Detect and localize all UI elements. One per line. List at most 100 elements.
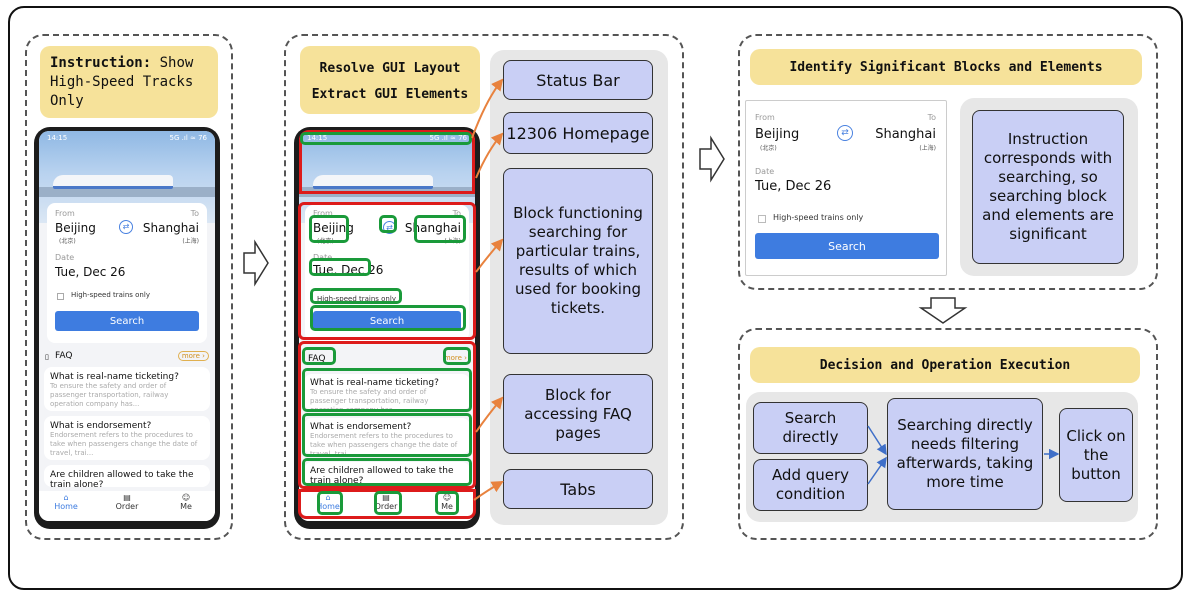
faq-answer: Endorsement refers to the procedures to …	[50, 431, 198, 457]
faq-item[interactable]: Are children allowed to take the train a…	[44, 465, 210, 487]
from-city[interactable]: Beijing	[55, 221, 96, 235]
person-icon: ☺	[442, 493, 452, 502]
faq-icon: ▯	[45, 353, 49, 361]
faq-more-link[interactable]: more ›	[177, 351, 209, 361]
tab-me[interactable]: ☺Me	[171, 493, 201, 511]
date-label: Date	[755, 167, 775, 176]
green-box-date	[309, 258, 371, 276]
label-search-block: Block functioning searching for particul…	[503, 168, 653, 354]
faq-item[interactable]: What is real-name ticketing? To ensure t…	[44, 367, 210, 411]
label-status-bar: Status Bar	[503, 60, 653, 100]
tab-me-label: Me	[441, 502, 453, 511]
faq-answer: Endorsement refers to the procedures to …	[310, 432, 458, 454]
green-box-swap	[379, 215, 397, 233]
search-button[interactable]: Search	[55, 311, 199, 331]
faq-question: Are children allowed to take the train a…	[50, 470, 194, 487]
red-block-tabs	[298, 489, 476, 519]
date-label: Date	[313, 253, 333, 262]
tab-me[interactable]: ☺Me	[435, 493, 459, 511]
faq-item[interactable]: What is endorsement? Endorsement refers …	[44, 416, 210, 460]
tab-order[interactable]: ▤Order	[111, 493, 143, 511]
tab-home[interactable]: ⌂Home	[51, 493, 81, 511]
green-box-tab-order	[374, 491, 402, 515]
phone-screen: 14:15 5G .ıl ≈ 76 From To Beijing (北京) ⇄…	[39, 131, 215, 521]
to-city-cn: (上海)	[182, 238, 199, 245]
tab-home-label: Home	[316, 502, 340, 511]
faq-title: FAQ	[308, 354, 326, 364]
train-icon	[53, 175, 173, 189]
faq-more-link[interactable]: more ›	[443, 354, 467, 362]
identify-title: Identify Significant Blocks and Elements	[750, 49, 1142, 85]
to-label: To	[190, 209, 199, 218]
from-city[interactable]: Beijing	[755, 127, 800, 142]
green-box-from	[309, 215, 349, 243]
flow-arrow-icon	[243, 239, 269, 287]
tab-bar: ⌂Home ▤Order ☺Me	[39, 491, 215, 521]
faq-item[interactable]: What is real-name ticketing? To ensure t…	[304, 374, 470, 410]
date-value[interactable]: Tue, Dec 26	[755, 179, 832, 194]
panel-resolve-layout	[284, 34, 684, 540]
highspeed-label[interactable]: High-speed trains only	[317, 295, 396, 303]
from-label: From	[55, 209, 75, 218]
faq-title: FAQ	[55, 351, 73, 361]
home-icon: ⌂	[325, 493, 331, 502]
red-block-search	[298, 202, 476, 340]
tab-home[interactable]: ⌂Home	[315, 493, 341, 511]
highspeed-checkbox[interactable]	[57, 293, 64, 300]
green-box-faq-item	[302, 458, 472, 486]
faq-item[interactable]: What is endorsement? Endorsement refers …	[304, 418, 470, 454]
from-city[interactable]: Beijing	[313, 221, 354, 235]
green-box-search-button	[310, 305, 466, 331]
home-icon: ⌂	[63, 493, 69, 502]
to-label: To	[927, 113, 936, 122]
resolve-title-line1: Resolve GUI Layout	[319, 61, 461, 76]
status-signal: 5G .ıl ≈ 76	[429, 134, 467, 142]
from-label: From	[755, 113, 775, 122]
faq-item[interactable]: Are children allowed to take the train a…	[304, 462, 470, 486]
connector-arrows	[471, 78, 504, 501]
diagram-frame	[8, 6, 1183, 590]
search-button[interactable]: Search	[313, 311, 461, 331]
label-faq-block: Block for accessing FAQ pages	[503, 374, 653, 454]
option-add-query: Add query condition	[753, 459, 868, 511]
swap-icon[interactable]: ⇄	[837, 125, 853, 141]
green-box-more	[443, 347, 471, 365]
instruction-label: Instruction:	[50, 55, 152, 71]
phone-screenshot: 14:15 5G .ıl ≈ 76 From To Beijing (北京) ⇄…	[34, 127, 220, 529]
from-city-cn: (北京)	[59, 238, 76, 245]
green-box-tab-home	[317, 491, 343, 515]
to-city[interactable]: Shanghai	[142, 221, 199, 235]
green-box-faq-title	[302, 347, 336, 365]
option-search-directly: Search directly	[753, 402, 868, 454]
to-label: To	[452, 209, 461, 218]
decision-title: Decision and Operation Execution	[750, 347, 1140, 383]
date-value[interactable]: Tue, Dec 26	[55, 265, 126, 279]
to-city[interactable]: Shanghai	[875, 127, 936, 142]
train-icon	[313, 175, 433, 189]
swap-icon[interactable]: ⇄	[119, 220, 133, 234]
green-box-to	[414, 215, 466, 243]
resolve-title-box: Resolve GUI Layout Extract GUI Elements	[300, 46, 480, 114]
instruction-box: Instruction: Show High-Speed Tracks Only	[40, 46, 218, 118]
highspeed-label: High-speed trains only	[773, 213, 864, 222]
highspeed-checkbox[interactable]	[758, 215, 766, 223]
status-bar: 14:15 5G .ıl ≈ 76	[39, 131, 215, 145]
to-city-cn: (上海)	[919, 145, 936, 152]
label-tabs: Tabs	[503, 469, 653, 509]
tab-order[interactable]: ▤Order	[372, 493, 400, 511]
search-button[interactable]: Search	[755, 233, 939, 259]
faq-question: What is real-name ticketing?	[50, 372, 179, 382]
decision-arrows	[867, 425, 1060, 485]
faq-question: Are children allowed to take the train a…	[310, 466, 454, 486]
green-box-statusbar	[300, 132, 472, 145]
reasoning-box: Searching directly needs filtering after…	[887, 398, 1043, 510]
significance-note: Instruction corresponds with searching, …	[972, 110, 1124, 264]
order-icon: ▤	[123, 493, 131, 502]
order-icon: ▤	[382, 493, 390, 502]
to-city[interactable]: Shanghai	[404, 221, 461, 235]
status-time: 14:15	[307, 134, 328, 142]
date-label: Date	[55, 253, 75, 262]
faq-question: What is real-name ticketing?	[310, 378, 439, 388]
green-box-checkbox	[310, 288, 402, 304]
green-box-faq-item	[302, 413, 472, 457]
